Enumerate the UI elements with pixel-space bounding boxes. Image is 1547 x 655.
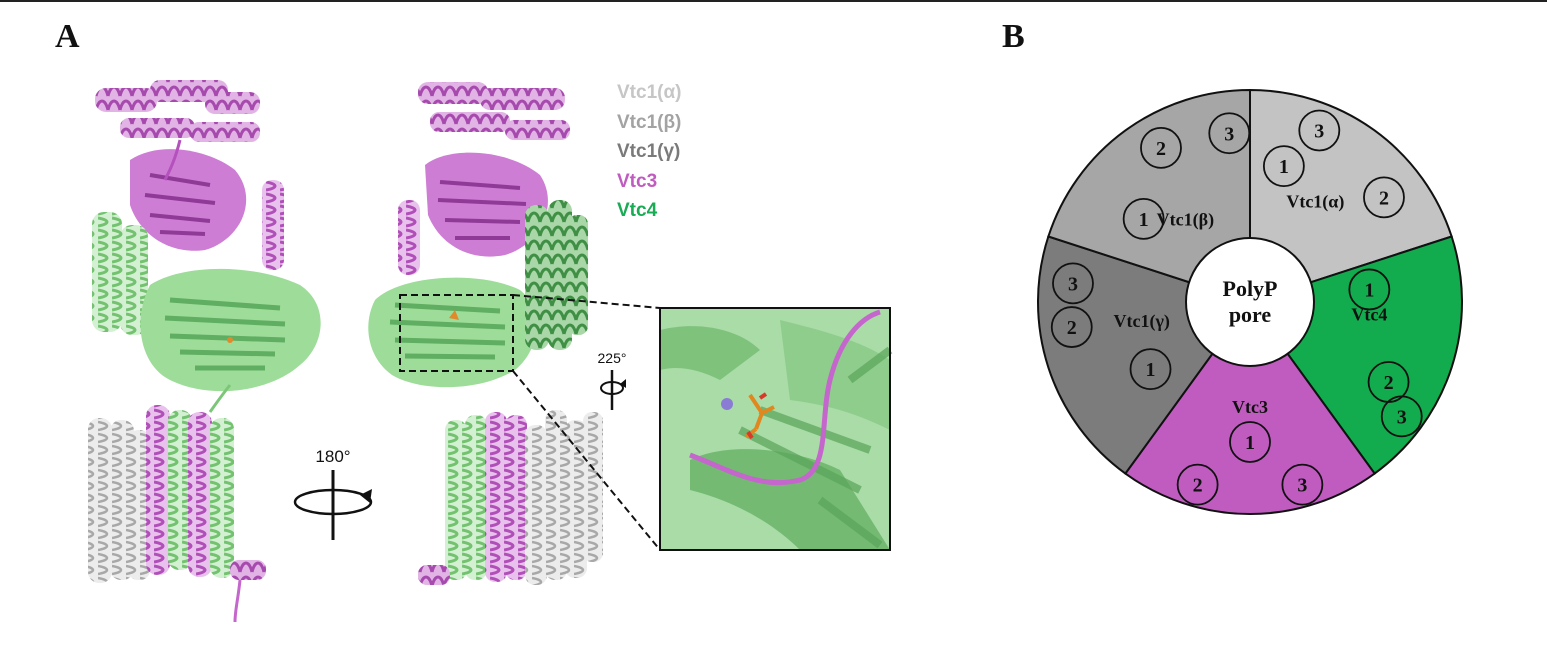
helix-number: 2 bbox=[1384, 372, 1394, 394]
helix-number: 1 bbox=[1139, 209, 1149, 231]
helix-number: 3 bbox=[1297, 475, 1307, 497]
structure-view-right bbox=[368, 82, 603, 585]
panel-a-label: A bbox=[55, 18, 80, 55]
helix-marker bbox=[1052, 262, 1094, 305]
helix-number: 1 bbox=[1245, 432, 1255, 454]
zoom-selection-box bbox=[399, 294, 514, 372]
helix-marker bbox=[1363, 176, 1405, 219]
rotation-180-label: 180° bbox=[315, 447, 350, 466]
legend-vtc4: Vtc4 bbox=[617, 200, 658, 221]
panel-b-label: B bbox=[1002, 18, 1025, 55]
helix-marker bbox=[1380, 395, 1423, 438]
wheel-segment bbox=[1123, 300, 1377, 515]
helix-number: 1 bbox=[1364, 279, 1374, 301]
pore-label: PolyP bbox=[1223, 276, 1278, 301]
legend-vtc3: Vtc3 bbox=[617, 170, 658, 192]
wheel-segment bbox=[1249, 88, 1453, 304]
helix-marker bbox=[1176, 463, 1219, 506]
helix-marker bbox=[1208, 112, 1251, 155]
wheel-segment-label: Vtc1(α) bbox=[1286, 191, 1344, 212]
helix-number: 3 bbox=[1397, 406, 1407, 428]
transmembrane-domain-left bbox=[88, 405, 266, 623]
helix-marker bbox=[1298, 109, 1341, 152]
legend-vtc1-alpha: Vtc1(α) bbox=[617, 82, 682, 103]
zoom-connector-top bbox=[512, 294, 661, 309]
vtc4-catalytic-domain-right bbox=[368, 200, 588, 388]
structure-view-left bbox=[88, 80, 321, 623]
helix-number: 2 bbox=[1379, 187, 1389, 209]
helix-number: 3 bbox=[1224, 123, 1234, 145]
vtc3-helical-domain-left bbox=[95, 80, 284, 270]
top-border bbox=[0, 0, 1547, 2]
helix-marker bbox=[1122, 197, 1165, 240]
rotation-indicator-vertical: 225° bbox=[598, 350, 627, 410]
transmembrane-domain-right bbox=[418, 410, 603, 585]
helix-marker bbox=[1129, 348, 1172, 391]
active-site-inset bbox=[659, 307, 893, 551]
helix-number: 3 bbox=[1068, 273, 1078, 295]
pore-label: pore bbox=[1229, 302, 1272, 327]
vtc3-helical-domain-right bbox=[398, 82, 570, 275]
subunit-legend: Vtc1(α) Vtc1(β) Vtc1(γ) Vtc3 Vtc4 bbox=[617, 78, 681, 226]
wheel-segment-label: Vtc1(β) bbox=[1157, 209, 1214, 230]
helix-number: 2 bbox=[1193, 475, 1203, 497]
rotation-indicator-horizontal: 180° bbox=[293, 447, 373, 540]
wheel-segment-label: Vtc4 bbox=[1351, 305, 1387, 325]
helix-marker bbox=[1262, 145, 1305, 188]
polyp-pore bbox=[1185, 237, 1315, 367]
helix-marker bbox=[1281, 463, 1324, 506]
helix-number: 3 bbox=[1314, 120, 1324, 142]
zoom-connector-bottom bbox=[512, 370, 661, 551]
vtc4-catalytic-domain-left bbox=[92, 212, 321, 413]
wheel-segment-label: Vtc3 bbox=[1232, 397, 1268, 417]
helix-number: 2 bbox=[1156, 138, 1166, 160]
helix-marker bbox=[1050, 306, 1093, 348]
helix-number: 1 bbox=[1146, 359, 1156, 381]
wheel-segment-label: Vtc1(γ) bbox=[1113, 311, 1169, 332]
helix-number: 2 bbox=[1067, 317, 1077, 339]
helix-marker bbox=[1229, 421, 1271, 463]
helix-marker bbox=[1348, 268, 1391, 311]
wheel-segment bbox=[1047, 88, 1251, 304]
legend-vtc1-gamma: Vtc1(γ) bbox=[617, 141, 681, 162]
rotation-225-label: 225° bbox=[598, 350, 627, 366]
helix-number: 1 bbox=[1279, 156, 1289, 178]
legend-vtc1-beta: Vtc1(β) bbox=[617, 111, 682, 133]
helix-marker bbox=[1140, 126, 1182, 169]
